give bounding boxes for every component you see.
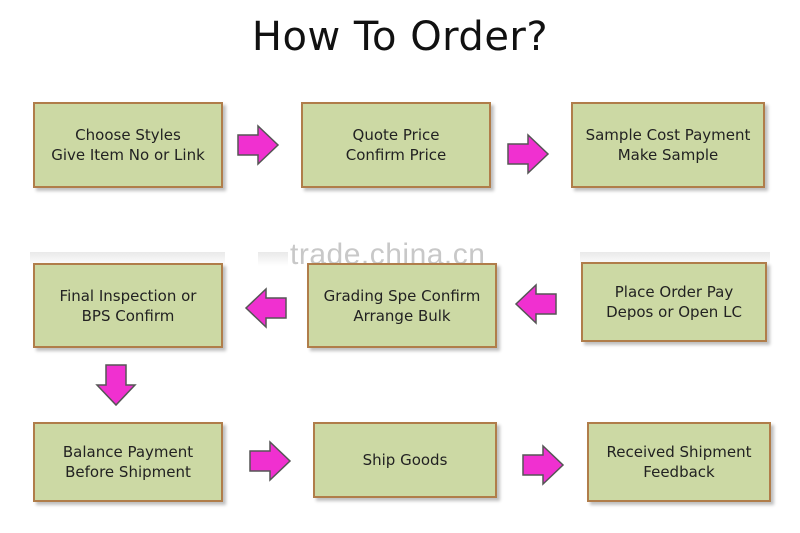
- step-line: Final Inspection or: [59, 286, 197, 305]
- step-line: Received Shipment: [606, 443, 752, 461]
- step-box-3: Sample Cost Payment Make Sample: [571, 102, 765, 188]
- step-line: BPS Confirm: [81, 306, 175, 325]
- step-line: Ship Goods: [362, 451, 448, 469]
- step-line: Feedback: [643, 463, 715, 481]
- down-arrow-icon: [95, 364, 137, 407]
- right-arrow-icon: [507, 133, 550, 175]
- step-line: Place Order Pay: [614, 283, 734, 301]
- step-box-9: Received Shipment Feedback: [587, 422, 771, 502]
- step-line: Confirm Price: [345, 146, 447, 164]
- step-line: Balance Payment: [62, 443, 194, 461]
- right-arrow-icon: [237, 124, 280, 166]
- right-arrow-icon: [249, 440, 292, 482]
- step-box-2: Quote Price Confirm Price: [301, 102, 491, 188]
- fade-band: [258, 252, 288, 266]
- step-line: Grading Spe Confirm: [323, 286, 481, 305]
- step-box-6: Final Inspection or BPS Confirm: [33, 263, 223, 348]
- step-line: Depos or Open LC: [606, 303, 742, 321]
- right-arrow-icon: [522, 444, 565, 486]
- left-arrow-icon: [244, 287, 287, 329]
- step-line: Sample Cost Payment: [585, 126, 751, 144]
- step-line: Arrange Bulk: [353, 306, 451, 325]
- step-box-1: Choose Styles Give Item No or Link: [33, 102, 223, 188]
- step-line: Choose Styles: [75, 126, 181, 144]
- step-box-7: Balance Payment Before Shipment: [33, 422, 223, 502]
- step-box-5: Grading Spe Confirm Arrange Bulk: [307, 263, 497, 348]
- step-line: Before Shipment: [65, 463, 191, 481]
- left-arrow-icon: [514, 283, 557, 325]
- page-title: How To Order?: [251, 14, 549, 60]
- step-box-4: Place Order Pay Depos or Open LC: [581, 262, 767, 342]
- step-line: Make Sample: [617, 146, 719, 164]
- step-box-8: Ship Goods: [313, 422, 497, 498]
- step-line: Give Item No or Link: [51, 146, 205, 164]
- fade-band: [30, 252, 225, 266]
- step-line: Quote Price: [352, 126, 440, 144]
